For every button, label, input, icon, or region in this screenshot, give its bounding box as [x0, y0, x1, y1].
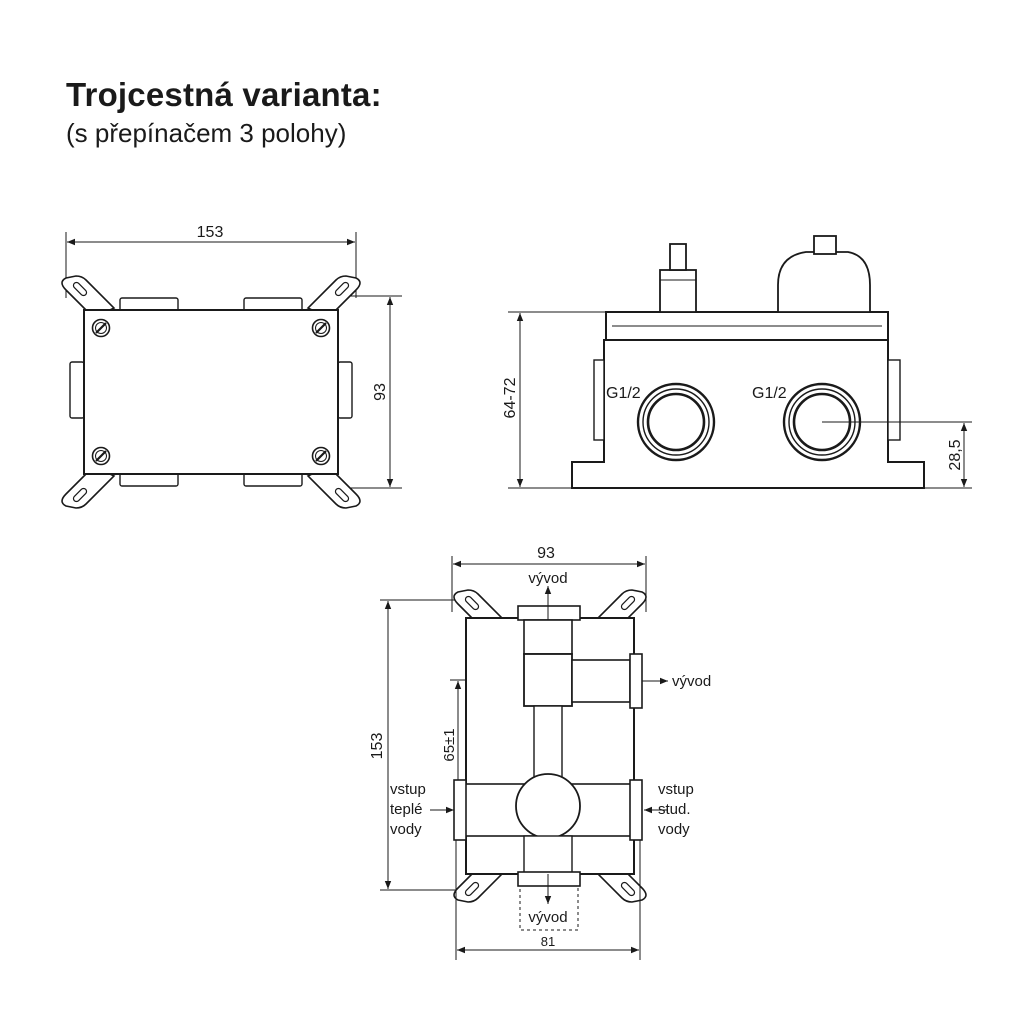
side-stub-right — [337, 361, 353, 419]
port-left-label: G1/2 — [606, 385, 641, 402]
spindle-stem — [669, 243, 687, 271]
inlet-cold-stub — [629, 779, 643, 841]
outlet-right-label: vývod — [672, 673, 711, 690]
inlet-hot-label-line2: teplé — [390, 801, 423, 818]
dim-port-height-label: 28,5 — [947, 439, 964, 470]
outlet-bottom-label: vývod — [528, 909, 567, 926]
mixing-chamber — [515, 773, 581, 839]
inlet-hot-stub — [453, 779, 467, 841]
diverter-block — [523, 653, 573, 707]
side-stub-left — [69, 361, 85, 419]
dim-height-label: 153 — [369, 733, 386, 760]
dim-bottom-width-label: 81 — [541, 934, 555, 949]
outlet-top-label: vývod — [528, 570, 567, 587]
lower-channel — [523, 835, 573, 875]
port-left — [636, 382, 716, 462]
vertical-channel — [533, 705, 563, 785]
spindle-body — [659, 269, 697, 313]
screw-icon — [91, 446, 111, 466]
screw-icon — [91, 318, 111, 338]
screw-icon — [311, 446, 331, 466]
outlet-bottom-stub — [517, 871, 581, 887]
diverter-dome — [777, 251, 871, 313]
port-right-label: G1/2 — [752, 385, 787, 402]
side-stub-right — [887, 359, 901, 441]
outlet-right-stub — [629, 653, 643, 709]
dim-spacing-label: 65±1 — [441, 728, 458, 761]
inlet-cold-label-line3: vody — [658, 821, 690, 838]
inlet-cold-label-line2: stud. — [658, 801, 691, 818]
outlet-right-branch — [571, 659, 631, 703]
inlet-hot-label-line3: vody — [390, 821, 422, 838]
front-view: 93 153 65±1 — [369, 545, 711, 960]
page-subtitle: (s přepínačem 3 polohy) — [66, 118, 347, 148]
top-view: 153 93 — [61, 224, 402, 509]
spindle-upper — [523, 619, 573, 655]
inlet-hot-label-line1: vstup — [390, 781, 426, 798]
page-title: Trojcestná varianta: — [66, 76, 382, 113]
inlet-cold-label-line1: vstup — [658, 781, 694, 798]
side-view-body — [571, 339, 925, 489]
dim-height-label: 93 — [372, 383, 389, 401]
side-view: 64-72 G1/2 G1/2 28,5 — [502, 235, 972, 489]
outlet-bottom-dashed — [519, 885, 579, 931]
diverter-stem — [813, 235, 837, 255]
dim-width-label: 93 — [537, 545, 555, 562]
dim-height-label: 64-72 — [502, 377, 519, 418]
dim-width-label: 153 — [197, 224, 224, 241]
screw-icon — [311, 318, 331, 338]
side-stub-left — [593, 359, 605, 441]
top-view-body — [83, 309, 339, 475]
outlet-top-stub — [517, 605, 581, 621]
